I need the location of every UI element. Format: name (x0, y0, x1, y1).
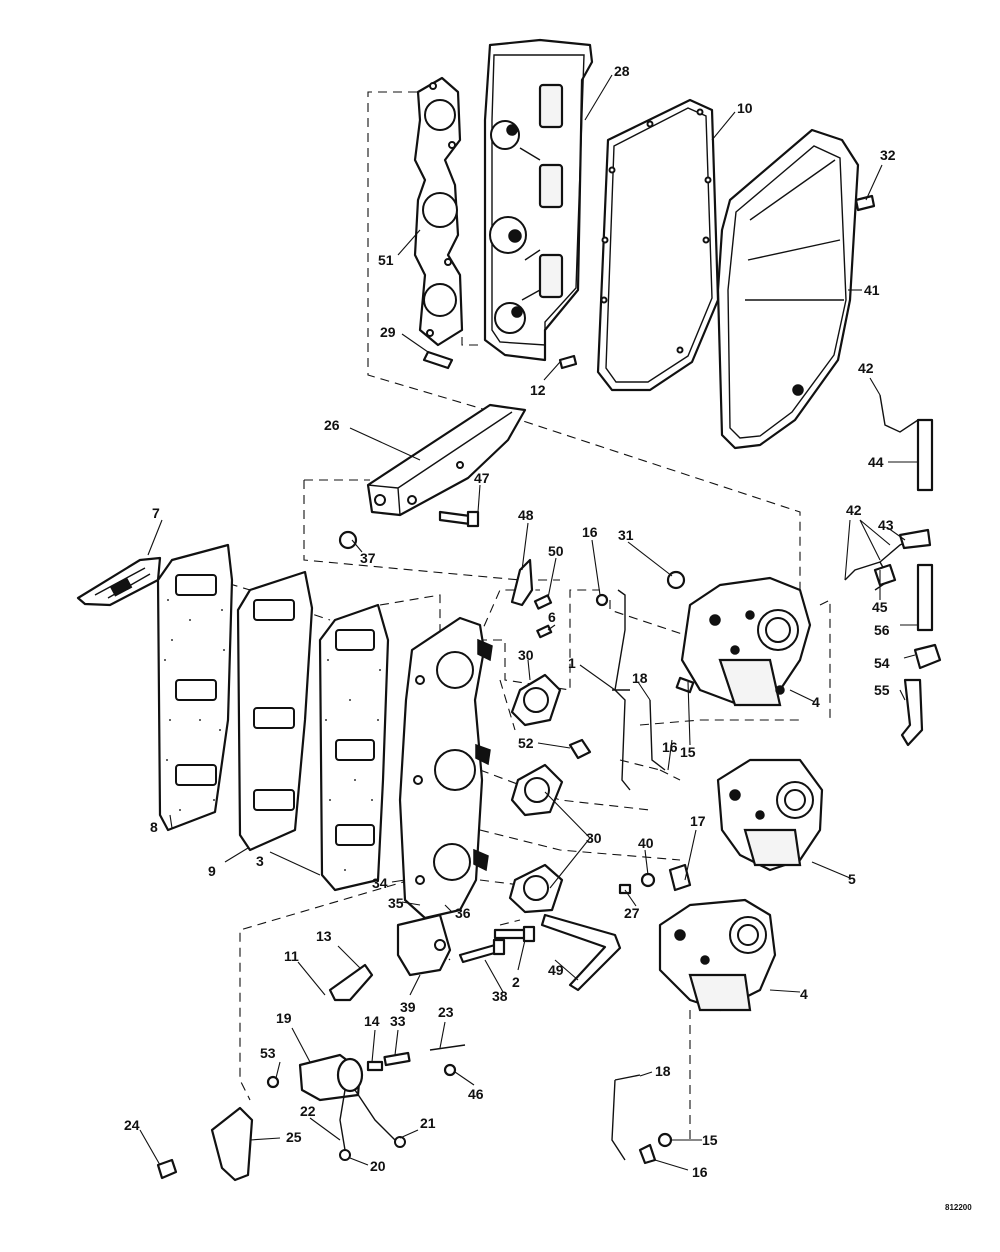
leader-lines (139, 74, 918, 1171)
callout: 44 (868, 454, 884, 470)
callout: 39 (400, 999, 416, 1015)
callout: 13 (316, 928, 332, 944)
callout: 40 (638, 835, 654, 851)
part-4-carburetor-top (680, 576, 812, 707)
callout: 41 (864, 282, 880, 298)
callout: 37 (360, 550, 376, 566)
reference-code: 812200 (945, 1203, 972, 1212)
callout: 9 (208, 863, 216, 879)
part-48-clip (510, 558, 534, 607)
plunger-parts (266, 1044, 466, 1089)
part-8-gasket (156, 543, 234, 832)
callout: 42 (858, 360, 874, 376)
callout: 6 (548, 609, 556, 625)
part-3-gasket (318, 603, 390, 892)
callout: 17 (690, 813, 706, 829)
callout: 4 (800, 986, 808, 1002)
callout: 46 (468, 1086, 484, 1102)
part-34-intake-manifold (398, 616, 493, 920)
small-fasteners (568, 570, 695, 1165)
callout: 1 (568, 655, 576, 671)
callout: 14 (364, 1013, 380, 1029)
callout: 33 (390, 1013, 406, 1029)
part-30-flange-gaskets (508, 673, 564, 914)
callout: 38 (492, 988, 508, 1004)
callout: 24 (124, 1117, 140, 1133)
callout: 26 (324, 417, 340, 433)
callout: 15 (702, 1132, 718, 1148)
callout: 28 (614, 63, 630, 79)
part-4-carburetor-bottom (658, 898, 777, 1012)
callout: 42 (846, 502, 862, 518)
callout: 12 (530, 382, 546, 398)
callout: 18 (655, 1063, 671, 1079)
part-10-cover-gasket (596, 98, 720, 392)
part-7-reed-housing (76, 556, 162, 607)
callout: 52 (518, 735, 534, 751)
part-13-bracket (328, 963, 374, 1002)
callout: 15 (680, 744, 696, 760)
callout: 29 (380, 324, 396, 340)
callout: 43 (878, 517, 894, 533)
callout: 31 (618, 527, 634, 543)
callout: 18 (632, 670, 648, 686)
callout: 51 (378, 252, 394, 268)
callout: 21 (420, 1115, 436, 1131)
callout: 30 (586, 830, 602, 846)
callout: 55 (874, 682, 890, 698)
callout: 20 (370, 1158, 386, 1174)
part-37-plug (338, 530, 358, 550)
callout: 16 (692, 1164, 708, 1180)
callout: 56 (874, 622, 890, 638)
callout: 5 (848, 871, 856, 887)
callout: 32 (880, 147, 896, 163)
callout: 50 (548, 543, 564, 559)
callout: 47 (474, 470, 490, 486)
callout: 4 (812, 694, 820, 710)
callout: 25 (286, 1129, 302, 1145)
callout: 23 (438, 1004, 454, 1020)
callout: 16 (662, 739, 678, 755)
callout: 36 (455, 905, 471, 921)
callout: 8 (150, 819, 158, 835)
callout: 34 (372, 875, 388, 891)
callout: 22 (300, 1103, 316, 1119)
part-41-outer-cover (716, 128, 860, 450)
callout: 54 (874, 655, 890, 671)
part-19-solenoid (298, 1053, 406, 1161)
fuel-hoses-fittings (844, 394, 942, 747)
callout: 27 (624, 905, 640, 921)
callout: 11 (284, 948, 299, 964)
part-51-gasket (413, 76, 464, 347)
part-26-bracket (366, 403, 527, 517)
callout: 30 (518, 647, 534, 663)
callout: 48 (518, 507, 534, 523)
part-25-clamp (156, 1106, 254, 1182)
callout: 49 (548, 962, 564, 978)
callout: 3 (256, 853, 264, 869)
part-28-exhaust-cover (483, 38, 594, 362)
callout: 10 (737, 100, 753, 116)
callout: 45 (872, 599, 888, 615)
callout: 19 (276, 1010, 292, 1026)
callout: 35 (388, 895, 404, 911)
part-39-block (396, 913, 452, 977)
callout: 16 (582, 524, 598, 540)
callout-labels: 28 10 32 51 41 29 12 42 26 44 47 42 43 7… (124, 63, 896, 1180)
part-49-tube (540, 913, 622, 992)
part-9-gasket (236, 570, 314, 852)
callout: 2 (512, 974, 520, 990)
small-screws (422, 194, 876, 964)
callout: 53 (260, 1045, 276, 1061)
callout: 7 (152, 505, 160, 521)
part-5-carburetor-middle (716, 758, 824, 872)
